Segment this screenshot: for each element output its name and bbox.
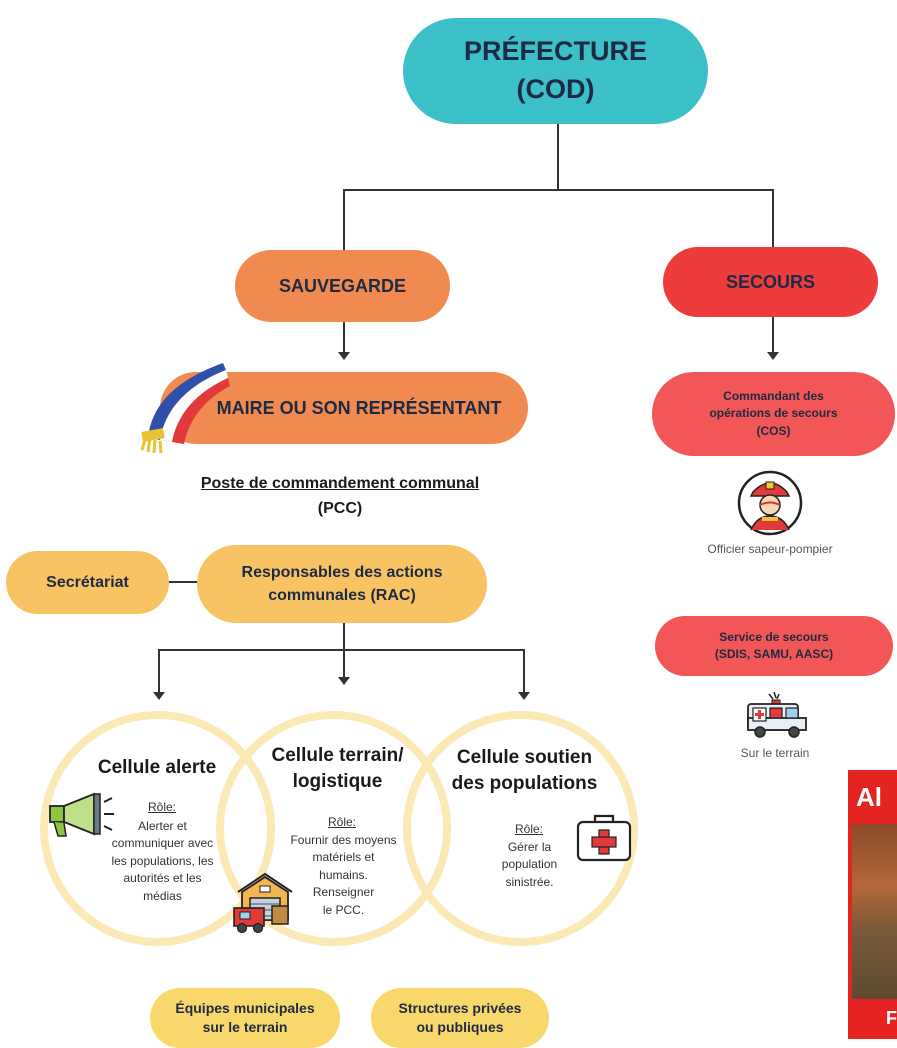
cell-alerte-title: Cellule alerte — [97, 757, 217, 778]
connector-to-cell-alerte — [158, 649, 160, 694]
cell-terrain-text-line: humains. — [319, 867, 368, 882]
structures-line1: Structures privées — [398, 1000, 522, 1017]
structures-node: Structures privées ou publiques — [371, 988, 549, 1048]
corner-fire-photo — [852, 824, 897, 999]
cell-soutien-text-line: population — [501, 857, 558, 872]
cell-soutien-title: Cellule soutien des populations — [432, 745, 617, 796]
cell-alerte-text-line: les populations, les — [111, 853, 214, 868]
cell-terrain-role-text: Fournir des moyens matériels et humains.… — [266, 832, 421, 919]
arrowhead-cell-terrain — [338, 677, 350, 685]
sauvegarde-label: SAUVEGARDE — [278, 275, 407, 296]
cos-node: Commandant des opérations de secours (CO… — [652, 372, 895, 456]
ambulance-icon — [747, 691, 807, 738]
rac-node: Responsables des actions communales (RAC… — [197, 545, 487, 623]
equipes-municipales-node: Équipes municipales sur le terrain — [150, 988, 340, 1048]
cell-alerte-text-line: autorités et les — [123, 871, 202, 886]
structures-line2: ou publiques — [416, 1019, 504, 1035]
arrowhead-cell-soutien — [518, 692, 530, 700]
cell-alerte-text-line: médias — [143, 888, 182, 903]
pcc-title: Poste de commandement communal — [200, 475, 480, 492]
pcc-heading: Poste de commandement communal (PCC) — [150, 472, 530, 522]
service-line1: Service de secours — [719, 629, 829, 644]
cell-terrain-title-line1: Cellule terrain/ — [271, 745, 404, 766]
connector-to-cell-terrain — [343, 649, 345, 679]
connector-rac-down — [343, 622, 345, 650]
service-secours-node: Service de secours (SDIS, SAMU, AASC) — [655, 616, 893, 676]
secours-label: SECOURS — [725, 271, 815, 292]
prefecture-node: PRÉFECTURE (COD) — [403, 18, 708, 124]
secretariat-node: Secrétariat — [6, 551, 169, 614]
connector-to-cell-soutien — [523, 649, 525, 694]
terrain-caption: Sur le terrain — [740, 746, 810, 760]
cell-terrain-text-line: matériels et — [312, 850, 375, 865]
cell-soutien-text-line: sinistrée. — [505, 874, 554, 889]
arrowhead-cos — [767, 352, 779, 360]
cell-alerte-role-text: Alerter et communiquer avec les populati… — [70, 818, 255, 905]
connector-cells-horizontal — [158, 649, 525, 651]
megaphone-icon — [49, 792, 114, 837]
cell-alerte-text-line: communiquer avec — [111, 836, 214, 851]
service-line2: (SDIS, SAMU, AASC) — [714, 647, 834, 661]
cell-soutien-role-text: Gérer la population sinistrée. — [472, 839, 587, 891]
arrowhead-maire — [338, 352, 350, 360]
officier-caption: Officier sapeur-pompier — [707, 542, 833, 556]
cell-terrain-title: Cellule terrain/ logistique — [250, 743, 425, 794]
cell-terrain-title-line2: logistique — [292, 770, 383, 792]
cell-terrain-text-line: Renseigner — [312, 885, 375, 900]
prefecture-subtitle: (COD) — [516, 74, 595, 104]
connector-top-horizontal — [343, 189, 774, 191]
firefighter-icon — [737, 470, 803, 536]
corner-alert-title: Al — [856, 782, 882, 812]
corner-alert-poster: Al F — [848, 770, 897, 1039]
cell-alerte-role-label: Rôle: — [147, 800, 176, 814]
arrowhead-cell-alerte — [153, 692, 165, 700]
connector-secours-to-cos — [772, 315, 774, 357]
cell-alerte-text-line: Alerter et — [138, 819, 187, 833]
flag-scarf-icon — [140, 363, 230, 454]
sauvegarde-node: SAUVEGARDE — [235, 250, 450, 322]
first-aid-kit-icon — [576, 814, 632, 862]
secours-node: SECOURS — [663, 247, 878, 317]
rac-line2: communales (RAC) — [268, 586, 416, 604]
cell-terrain-text-line: le PCC. — [322, 902, 365, 917]
connector-to-secours — [772, 189, 774, 247]
connector-sauvegarde-to-maire — [343, 322, 345, 358]
equipes-line1: Équipes municipales — [175, 1000, 315, 1017]
cell-soutien-text-line: Gérer la — [507, 840, 552, 854]
connector-prefecture-down — [557, 120, 559, 190]
cell-soutien-role-label: Rôle: — [514, 822, 543, 836]
cos-line2: opérations de secours — [709, 406, 838, 421]
secretariat-label: Secrétariat — [46, 573, 129, 591]
rac-line1: Responsables des actions — [241, 563, 443, 581]
corner-footer-letter: F — [886, 1008, 897, 1028]
cell-soutien-title-line2: des populations — [451, 772, 598, 794]
cell-terrain-text-line: Fournir des moyens — [290, 833, 397, 847]
warehouse-truck-icon — [233, 872, 293, 934]
pcc-abbr: (PCC) — [317, 499, 363, 517]
cell-soutien-circle — [403, 711, 638, 946]
cell-soutien-title-line1: Cellule soutien — [456, 747, 593, 768]
connector-secretariat-rac — [168, 581, 200, 583]
cell-terrain-role-label: Rôle: — [327, 815, 356, 829]
equipes-line2: sur le terrain — [202, 1019, 288, 1035]
maire-label: MAIRE OU SON REPRÉSENTANT — [216, 397, 502, 418]
cos-line3: (COS) — [756, 423, 791, 438]
prefecture-title: PRÉFECTURE — [463, 36, 647, 67]
cos-line1: Commandant des — [723, 388, 824, 403]
connector-to-sauvegarde — [343, 189, 345, 253]
